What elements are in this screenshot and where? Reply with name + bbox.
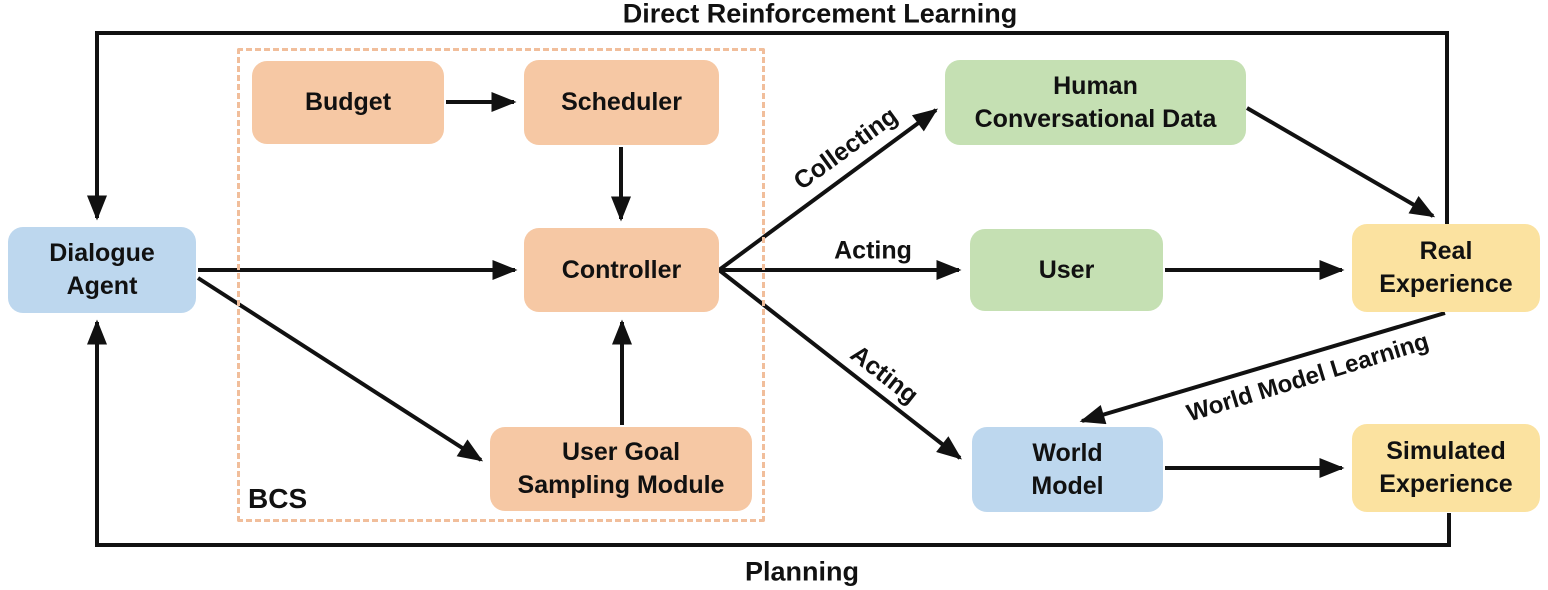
- edge-direct-rl-loop: [87, 31, 1449, 226]
- bcs-group-label: BCS: [248, 483, 308, 514]
- edge-controller-hcd: [717, 108, 939, 272]
- edge-hcd-realexp: [1245, 106, 1436, 218]
- node-real-experience: Real Experience: [1352, 224, 1540, 312]
- node-world-model: World Model: [972, 427, 1163, 512]
- node-human-conversational-data: Human Conversational Data: [945, 60, 1246, 145]
- node-user-goal-sampling-module: User Goal Sampling Module: [490, 427, 752, 511]
- title-direct-reinforcement-learning: Direct Reinforcement Learning: [622, 0, 1018, 29]
- edge-dialogue-ugsm: [196, 276, 484, 462]
- edge-realexp-worldmodel: [1079, 311, 1446, 425]
- edge-planning-loop: [87, 319, 1451, 547]
- node-user: User: [970, 229, 1163, 311]
- node-controller: Controller: [524, 228, 719, 312]
- edge-label-acting-user: Acting: [834, 236, 912, 265]
- bcs-group-box: [237, 48, 765, 522]
- node-budget: Budget: [252, 61, 444, 144]
- title-planning: Planning: [745, 556, 859, 587]
- node-scheduler: Scheduler: [524, 60, 719, 145]
- node-dialogue-agent: Dialogue Agent: [8, 227, 196, 313]
- node-simulated-experience: Simulated Experience: [1352, 424, 1540, 512]
- edge-controller-worldmodel: [717, 268, 962, 460]
